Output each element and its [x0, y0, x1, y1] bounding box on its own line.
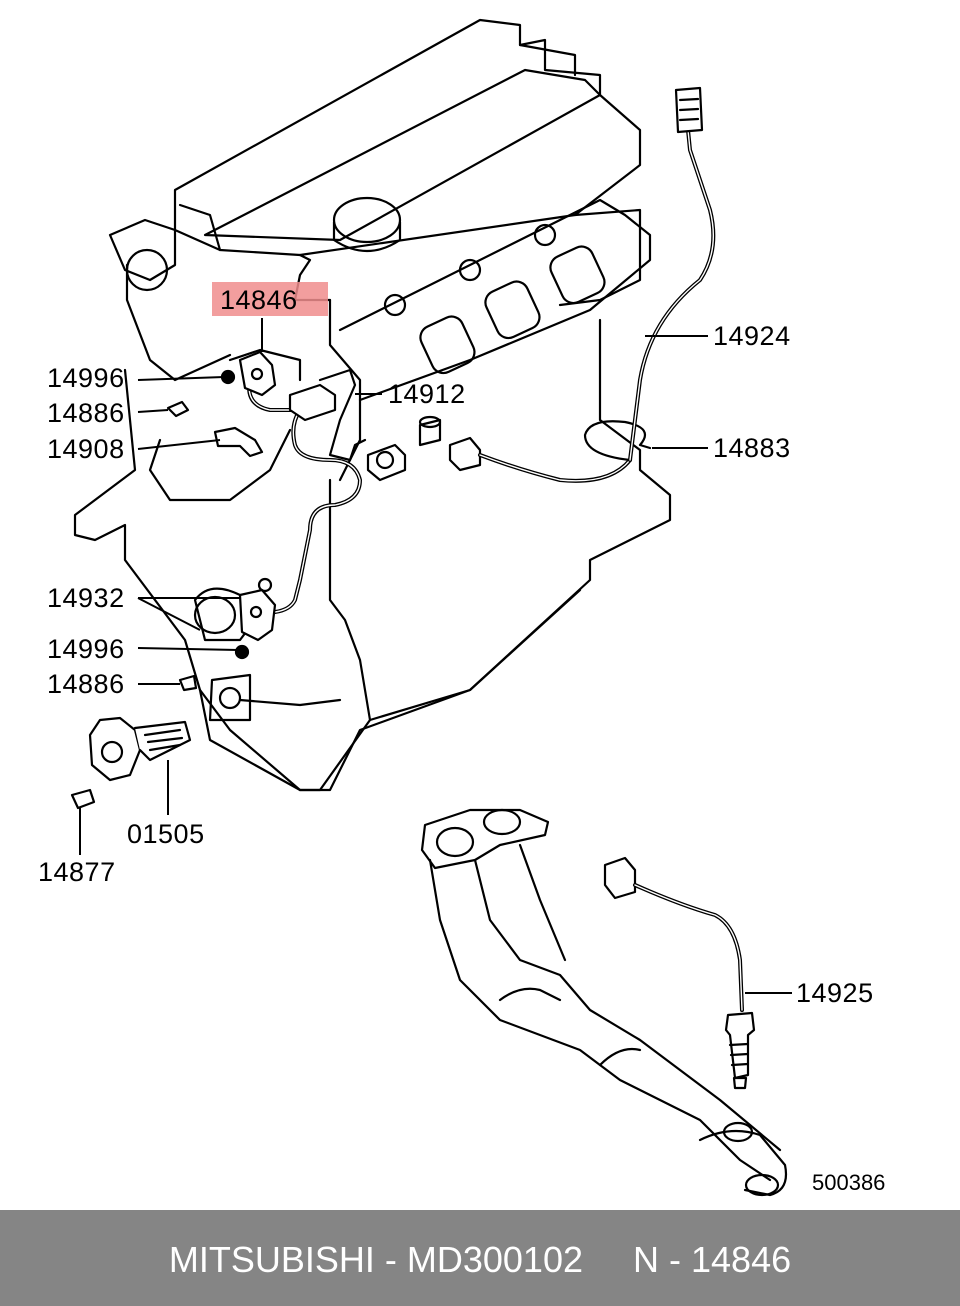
oil-filler-cap [332, 196, 402, 244]
callout-14924: 14924 [713, 321, 791, 351]
leader-lines [79, 318, 792, 994]
reference-number: 500386 [812, 1170, 886, 1195]
cam-position-sensor [238, 350, 277, 397]
engine-parts-drawing [70, 18, 792, 1197]
callout-14996-upper: 14996 [47, 363, 125, 393]
crank-angle-sensor [238, 588, 277, 642]
callout-01505: 01505 [127, 819, 205, 849]
callout-14908: 14908 [47, 434, 125, 464]
callout-14912: 14912 [388, 379, 466, 409]
callout-14996-lower: 14996 [47, 634, 125, 664]
callout-14886-lower: 14886 [47, 669, 125, 699]
callout-14883: 14883 [713, 433, 791, 463]
engine-block [73, 318, 672, 792]
callout-14846: 14846 [220, 285, 298, 315]
footer-text: MITSUBISHI - MD300102 N - 14846 [0, 1242, 960, 1278]
callout-14877: 14877 [38, 857, 116, 887]
footer-brand: MITSUBISHI [168, 1239, 375, 1280]
footer-gap [583, 1239, 633, 1280]
footer-n-label: N - 14846 [633, 1239, 792, 1280]
callout-14932: 14932 [47, 583, 125, 613]
sensor-01505 [88, 716, 142, 782]
footer-separator: - [374, 1239, 407, 1280]
callout-14886-upper: 14886 [47, 398, 125, 428]
footer-part-number: MD300102 [406, 1239, 583, 1280]
knock-sensor [366, 443, 407, 482]
highlight-14846 [212, 282, 328, 316]
footer-bar [0, 1210, 960, 1306]
oil-pan [198, 588, 582, 792]
callout-14925: 14925 [796, 978, 874, 1008]
